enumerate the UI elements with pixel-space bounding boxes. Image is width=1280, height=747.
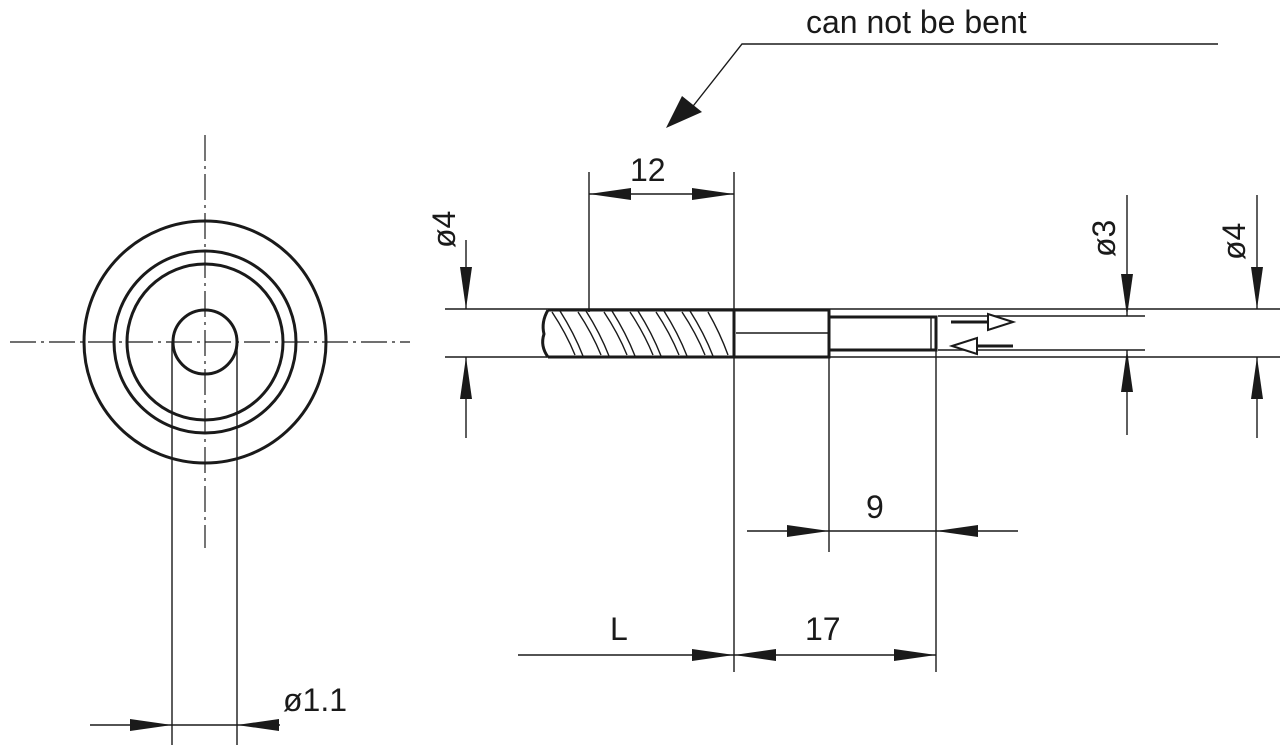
dim-9-arrow-right [936,525,978,537]
dim-pin-dia-arrow-bottom [1121,350,1133,392]
pin-cylinder [827,315,938,352]
dim-L-arrow [692,649,734,661]
pin-length-label: 9 [866,489,884,525]
dim-9-arrow-left [787,525,829,537]
length-variable-label: L [610,611,628,647]
screw-diameter-label: ø4 [426,211,462,248]
thread-turn [655,310,688,357]
dim-left-dia-arrow-top [460,267,472,309]
thread-turn [551,310,584,357]
inner-ring-circle [125,262,285,422]
right-length-label: 17 [805,611,841,647]
hole-dim-arrow-right [237,719,279,731]
threaded-section [541,308,733,359]
dim-right-dia-arrow-bottom [1251,357,1263,399]
pull-push-arrows [948,312,1017,356]
thread-turn [577,310,610,357]
dim-pin-dia-arrow-top [1121,274,1133,316]
dim-17-arrow-left [734,649,776,661]
note-label: can not be bent [806,4,1027,40]
note-leader-arrow [666,96,702,128]
dim-12-arrow-left [589,188,631,200]
hole-diameter-label: ø1.1 [283,682,347,718]
outer-flange-circle [82,219,328,465]
thread-turns [551,310,729,357]
dim-left-dia-arrow-bottom [460,357,472,399]
dim-12-arrow-right [692,188,734,200]
body-diameter-label: ø4 [1216,223,1252,260]
dim-17-arrow-right [894,649,936,661]
thread-turn [603,310,636,357]
thread-length-label: 12 [630,152,666,188]
dim-right-dia-arrow-top [1251,267,1263,309]
pin-diameter-label: ø3 [1086,220,1122,257]
push-arrow-head [987,312,1017,332]
front-view: ø1.1 [10,135,410,745]
thread-tip [541,309,550,358]
hole-dim-arrow-left [130,719,172,731]
thread-turn [707,311,729,356]
note-leader-line [689,43,1218,111]
pull-arrow-head [948,336,978,356]
thread-turn [629,310,662,357]
side-view: can not be bent [426,4,1280,672]
middle-ring-circle [112,249,298,435]
thread-turn [681,310,714,357]
